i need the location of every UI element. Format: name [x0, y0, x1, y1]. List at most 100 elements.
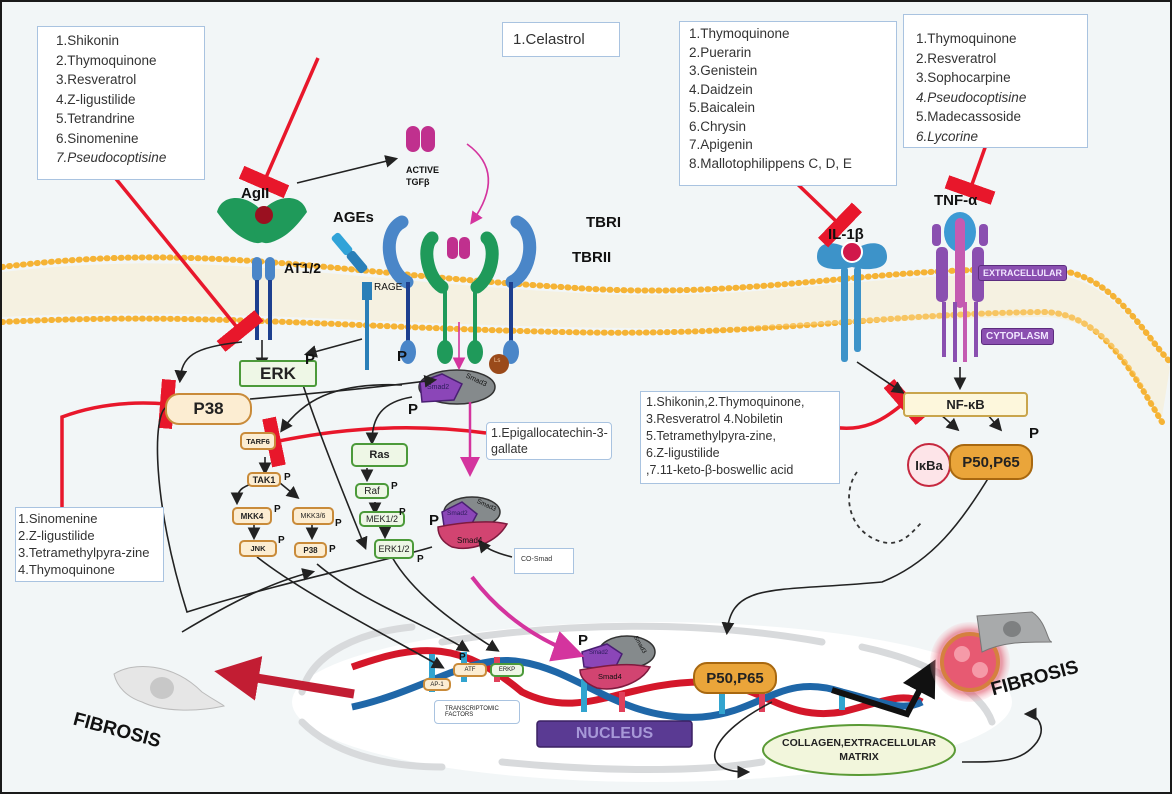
compound: 2.Z-ligustilide — [18, 528, 95, 543]
erk12-node: ERK1/2 — [374, 539, 414, 559]
compound: 6.Lycorine — [916, 128, 979, 144]
nucleus-label: NUCLEUS — [575, 725, 654, 742]
collagen-ecm-node-shape — [762, 724, 956, 776]
tnfa-inhibitor-box: 1.Thymoquinone 2.Resveratrol 3.Sophocarp… — [903, 14, 1088, 148]
ras-node: Ras — [351, 443, 408, 467]
compound: ,7.11-keto-β-boswellic acid — [646, 463, 794, 477]
erkp-node: ERKP — [490, 663, 524, 677]
phospho-raf: P — [386, 476, 404, 502]
compound: 2.Resveratrol — [916, 50, 997, 66]
phospho-smad-nucleus: P — [573, 627, 591, 653]
compound: 6.Z-ligustilide — [646, 446, 720, 460]
tbri-label: TBRI — [586, 214, 621, 231]
p38-node: P38 — [165, 393, 252, 425]
activation-arrows — [156, 155, 1042, 779]
erk-inhibitor-box: 1.Shikonin 2.Thymoquinone 3.Resveratrol … — [37, 26, 205, 180]
compound: 8.Mallotophilippens C, D, E — [689, 155, 852, 171]
compound: 4.Z-ligustilide — [56, 91, 136, 107]
collagen-ecm-node: COLLAGEN,EXTRACELLULAR MATRIX — [763, 729, 955, 771]
tbrii-label: TBRII — [572, 249, 612, 266]
il1b-label: IL-1β — [828, 226, 864, 243]
active-tgfb-label-2: TGFβ — [406, 177, 430, 187]
ls-label: Ls — [494, 358, 501, 364]
fibrosis-left-arrow — [214, 656, 355, 701]
phospho-jnk: P — [273, 530, 291, 556]
tarf6-inhibitor-box: 1.Epigallocatechin-3- gallate — [486, 422, 612, 460]
compound: 1.Thymoquinone — [689, 26, 790, 41]
compound: 7.Pseudocoptisine — [56, 150, 167, 165]
compound: 1.Shikonin,2.Thymoquinone, — [646, 395, 805, 409]
phospho-smad-trimer: P — [424, 507, 442, 533]
tnfa-label: TNF-α — [934, 192, 978, 209]
mkk4-node: MKK4 — [232, 507, 272, 525]
collagen-label-2: MATRIX — [839, 751, 879, 763]
compound: 5.Tetramethylpyra-zine, — [646, 429, 776, 443]
ikba-node: IκBa — [915, 457, 943, 473]
compound: 4.Daidzein — [689, 81, 753, 97]
tnfa-receptor — [932, 212, 988, 362]
smad4-trimer-label: Smad4 — [457, 536, 483, 545]
agii-at12-receptor — [217, 197, 307, 340]
compound: 7.Apigenin — [689, 137, 753, 152]
compound: 6.Chrysin — [689, 118, 747, 134]
compound: 3.Resveratrol 4.Nobiletin — [646, 412, 783, 426]
il1b-receptor — [817, 241, 887, 362]
tarf6-node: TARF6 — [240, 432, 276, 450]
nfkb-node: NF-κB — [903, 392, 1028, 417]
smad2-trimer-label: Smad2 — [447, 510, 468, 517]
ages-label: AGEs — [333, 209, 374, 226]
p50p65-node-shape — [949, 444, 1033, 480]
compound: 1.Celastrol — [513, 31, 585, 48]
inhibition-lines — [60, 57, 996, 510]
active-tgfb-label-1: ACTIVE — [406, 165, 440, 175]
kidney-fibrosis-icon — [930, 611, 1053, 702]
smad2-label: Smad2 — [427, 384, 450, 391]
compound: 4.Pseudocoptisine — [916, 89, 1027, 105]
jnk-node: JNK — [239, 540, 277, 557]
tgfb-receptor-complex — [382, 215, 537, 374]
co-smad-label: CO-Smad — [521, 556, 553, 563]
compound: 1.Epigallocatechin-3- — [491, 426, 608, 440]
compound: 6.Sinomenine — [56, 130, 139, 146]
p38-small-node: P38 — [294, 542, 327, 558]
phospho-receptor: P — [392, 343, 410, 369]
p50p65-nuclear-node-shape — [693, 662, 777, 694]
co-smad-box: CO-Smad — [514, 548, 574, 574]
il1b-inhibitor-box: 1.Thymoquinone 2.Puerarin 3.Genistein 4.… — [679, 21, 897, 186]
active-tgfb-ligand — [406, 126, 435, 152]
erk-node: ERK — [239, 360, 317, 387]
compound: 3.Sophocarpine — [916, 70, 1011, 85]
phospho-mkk36: P — [330, 513, 348, 539]
compound: 1.Shikonin — [56, 33, 120, 48]
fibrosis-right-arrow — [831, 659, 936, 718]
agii-label: AgII — [241, 185, 270, 202]
compound: 5.Baicalein — [689, 100, 756, 115]
ikba-feedback-dashed — [848, 471, 923, 544]
tak1-node: TAK1 — [247, 472, 281, 487]
phospho-atf: P — [454, 647, 472, 673]
compound: 2.Thymoquinone — [56, 52, 157, 68]
compound: 1.Sinomenine — [18, 511, 98, 526]
compound: 5.Tetrandrine — [56, 111, 135, 126]
compound: gallate — [491, 442, 528, 456]
phospho-p38-small: P — [324, 539, 342, 565]
phospho-smad2: P — [403, 396, 421, 422]
smad-trimer-cytoplasm — [437, 496, 509, 549]
extracellular-tag: EXTRACELLULAR — [978, 265, 1067, 281]
compound: 2.Puerarin — [689, 44, 752, 60]
compound: 5.Madecassoside — [916, 109, 1022, 124]
transcriptomic-label-1: TRANSCRIPTOMIC — [445, 706, 499, 712]
mek12-node: MEK1/2 — [359, 511, 405, 527]
raf-node: Raf — [355, 483, 389, 499]
atf-node: ATF — [453, 663, 487, 677]
rage-receptor — [331, 232, 372, 370]
p50p65-node: P50,P65 — [962, 453, 1020, 471]
mkk36-node: MKK3/6 — [292, 507, 334, 525]
collagen-label-1: COLLAGEN,EXTRACELLULAR — [782, 737, 936, 749]
phospho-p50p65: P — [1024, 420, 1042, 446]
transcriptomic-factors-box: TRANSCRIPTOMIC FACTORS — [434, 700, 520, 724]
at12-label: AT1/2 — [284, 260, 322, 276]
cytoplasm-tag: CYTOPLASM — [981, 328, 1054, 345]
